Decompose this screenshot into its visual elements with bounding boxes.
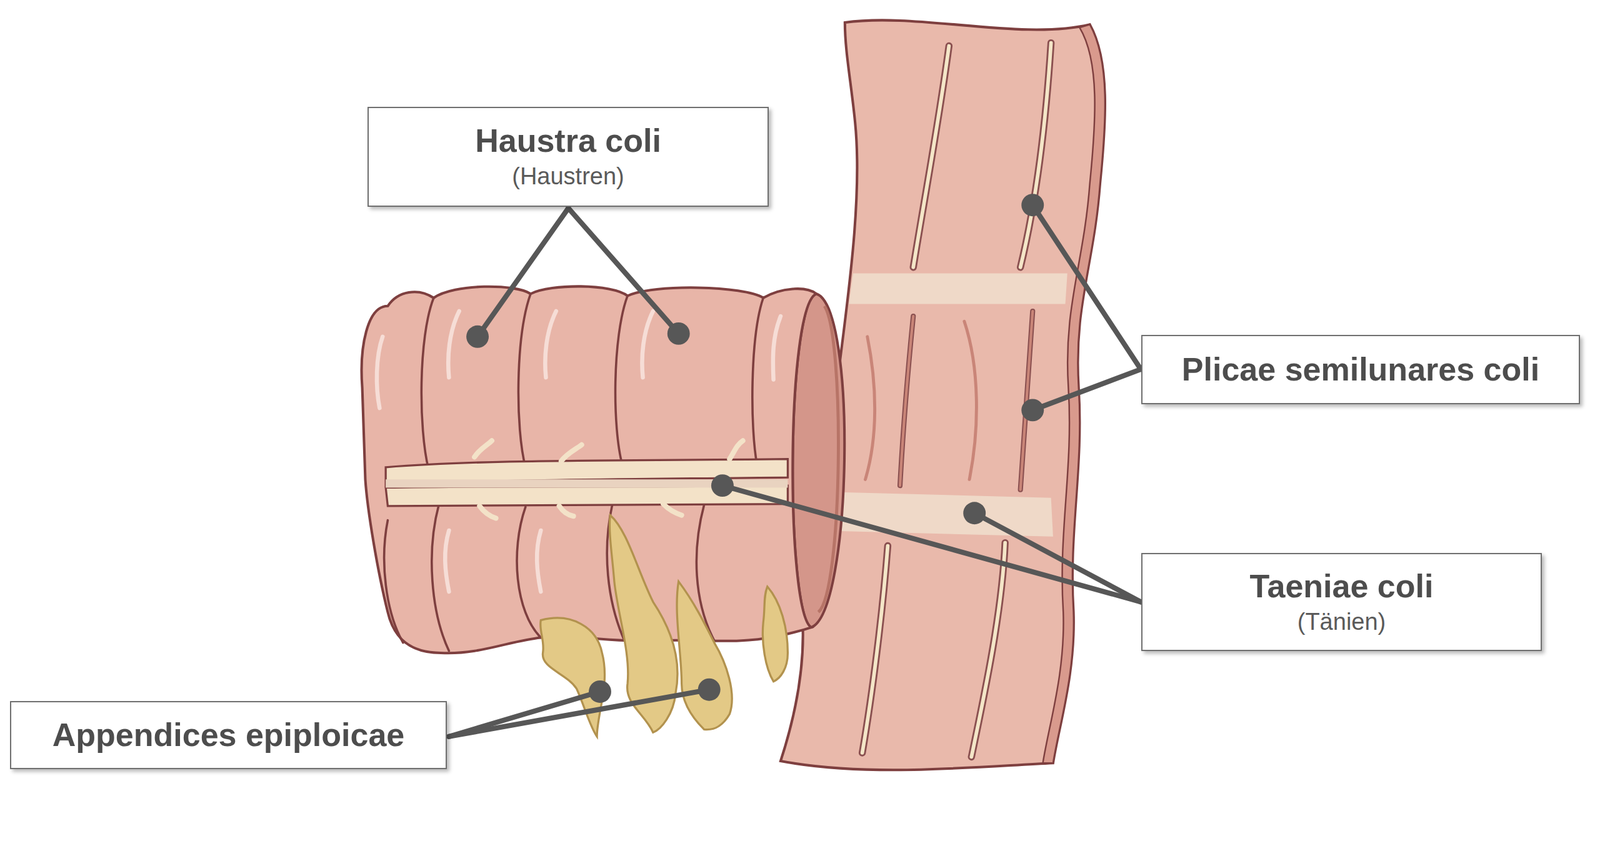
opened-colon-wall [1020, 43, 1052, 268]
fat-appendages [540, 515, 789, 737]
colon-segment [559, 506, 574, 517]
opened-colon-wall [862, 545, 889, 753]
colon-segment [474, 440, 492, 457]
opened-colon-wall [862, 43, 1052, 758]
leader-lines [477, 208, 569, 337]
colon-segment [384, 520, 404, 644]
leader-lines [1032, 205, 1141, 370]
label-box: Taeniae coli(Tänien) [1141, 553, 1542, 652]
opened-colon-wall [816, 491, 1054, 537]
fat-appendages [676, 581, 732, 730]
colon-segment [376, 311, 781, 592]
colon-segment [773, 316, 781, 380]
colon-segment [641, 311, 653, 378]
colon-segment [518, 293, 531, 468]
label-heading: Taeniae coli [1250, 568, 1434, 606]
opened-colon-wall [780, 20, 1105, 770]
opened-colon-wall [900, 316, 914, 486]
leader-lines [722, 485, 1141, 602]
opened-colon-wall [780, 20, 1105, 770]
colon-segment [421, 298, 434, 470]
opened-colon-wall [1020, 43, 1052, 268]
opened-colon-wall [971, 543, 1005, 758]
leader-lines [1032, 369, 1141, 410]
label-heading: Appendices epiploicae [52, 716, 405, 755]
colon-segment [536, 530, 541, 592]
colon-segment [448, 311, 459, 378]
leader-dots [466, 325, 489, 349]
leader-dots [1021, 398, 1044, 422]
leader-dots [466, 193, 1044, 704]
leader-lines [448, 205, 1141, 737]
opened-colon-wall [913, 45, 949, 267]
label-subtitle: (Haustren) [511, 162, 625, 192]
colon-segment [474, 440, 743, 519]
opened-colon-wall [900, 316, 914, 486]
colon-segment [431, 505, 450, 651]
label-heading: Plicae semilunares coli [1181, 351, 1540, 389]
label-subtitle: (Tänien) [1297, 608, 1387, 637]
opened-colon-wall [913, 45, 949, 267]
leader-lines [448, 690, 709, 737]
colon-segment [361, 286, 817, 654]
colon-segment [752, 298, 764, 466]
label-box: Appendices epiploicae [10, 701, 447, 770]
label-box: Haustra coli(Haustren) [367, 106, 769, 207]
opened-colon-wall [964, 321, 977, 480]
opened-colon-wall [862, 545, 889, 753]
leader-dots [1021, 193, 1044, 217]
colon-segment [663, 504, 682, 516]
colon-segment [445, 530, 449, 592]
leader-dots [711, 474, 734, 497]
leader-dots [963, 501, 986, 525]
leader-dots [667, 322, 690, 345]
colon-segment [516, 506, 541, 638]
leader-lines [568, 208, 679, 334]
fat-appendages [762, 586, 788, 682]
colon-segment [561, 445, 582, 462]
colon-segment [479, 506, 496, 519]
colon-segment [729, 440, 743, 459]
opened-colon-wall [848, 273, 1067, 305]
leader-lines [974, 513, 1141, 602]
label-box: Plicae semilunares coli [1141, 335, 1580, 405]
colon-segment [615, 295, 629, 465]
opened-colon-wall [865, 336, 875, 480]
opened-colon-wall [971, 543, 1005, 758]
leader-dots [588, 680, 612, 704]
colon-segment [545, 311, 556, 378]
tube-opening [818, 306, 839, 613]
colon-segment [376, 336, 383, 409]
leader-dots [698, 678, 721, 702]
colon-segment [361, 286, 817, 654]
label-heading: Haustra coli [475, 122, 662, 160]
